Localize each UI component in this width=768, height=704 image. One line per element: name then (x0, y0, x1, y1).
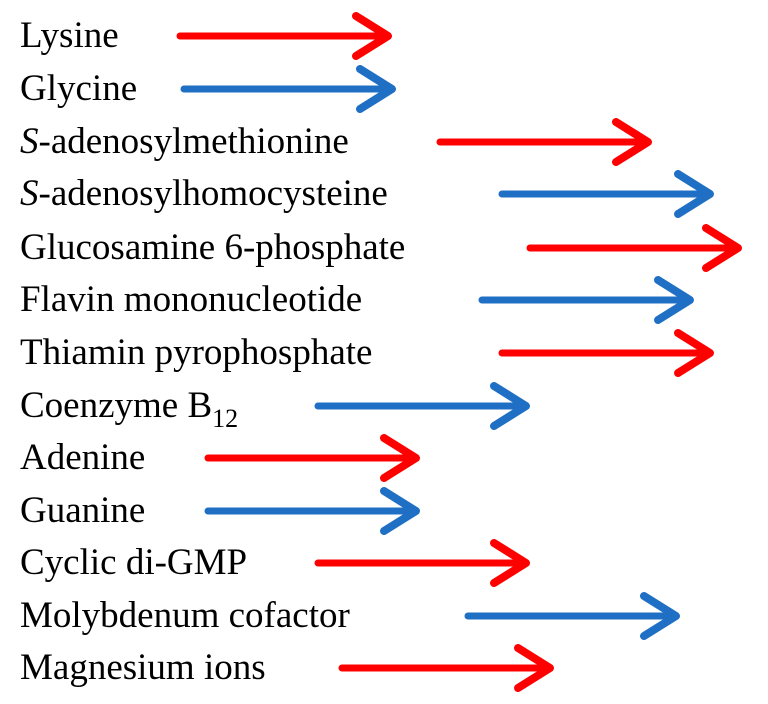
ligand-row-glucosamine-6-phosphate: Glucosamine 6-phosphate (0, 220, 768, 272)
ligand-label: Adenine (20, 437, 146, 478)
blue-arrow-icon (478, 276, 694, 324)
ligand-row-s-adenosylhomocysteine: S-adenosylhomocysteine (0, 166, 768, 218)
arrow-head (380, 487, 420, 535)
ligand-label: Magnesium ions (20, 647, 266, 688)
ligand-label: S-adenosylhomocysteine (20, 173, 388, 214)
ligand-row-adenine: Adenine (0, 430, 768, 482)
ligand-row-s-adenosylmethionine: S-adenosylmethionine (0, 114, 768, 166)
ligand-row-guanine: Guanine (0, 483, 768, 535)
ligand-row-molybdenum-cofactor: Molybdenum cofactor (0, 588, 768, 640)
red-arrow-icon (338, 644, 554, 692)
ligand-label: Guanine (20, 490, 146, 531)
arrow-head (352, 12, 392, 60)
ligand-label: Glucosamine 6-phosphate (20, 227, 406, 268)
red-arrow-icon (314, 539, 530, 587)
arrow-head (490, 382, 530, 430)
arrow-head (674, 170, 714, 218)
ligand-row-cyclic-di-gmp: Cyclic di-GMP (0, 535, 768, 587)
ligand-row-lysine: Lysine (0, 8, 768, 60)
red-arrow-icon (498, 329, 714, 377)
ligand-label: Cyclic di-GMP (20, 542, 248, 583)
ligand-row-glycine: Glycine (0, 61, 768, 113)
red-arrow-icon (176, 12, 392, 60)
arrow-head (380, 434, 420, 482)
ligand-label: Coenzyme B12 (20, 385, 239, 434)
ligand-row-coenzyme-b12: Coenzyme B12 (0, 378, 768, 434)
red-arrow-icon (436, 118, 652, 166)
ligand-label: S-adenosylmethionine (20, 121, 349, 162)
ligand-label: Molybdenum cofactor (20, 595, 350, 636)
arrow-head (514, 644, 554, 692)
arrow-head (702, 224, 742, 272)
arrow-head (674, 329, 714, 377)
blue-arrow-icon (314, 382, 530, 430)
arrow-head (490, 539, 530, 587)
arrow-head (654, 276, 694, 324)
blue-arrow-icon (180, 65, 396, 113)
blue-arrow-icon (464, 592, 680, 640)
red-arrow-icon (526, 224, 742, 272)
blue-arrow-icon (204, 487, 420, 535)
red-arrow-icon (204, 434, 420, 482)
ligand-label: Flavin mononucleotide (20, 279, 363, 320)
arrow-head (640, 592, 680, 640)
ligand-row-magnesium-ions: Magnesium ions (0, 640, 768, 692)
arrow-head (612, 118, 652, 166)
ligand-row-thiamin-pyrophosphate: Thiamin pyrophosphate (0, 325, 768, 377)
ligand-label: Thiamin pyrophosphate (20, 332, 373, 373)
arrow-head (356, 65, 396, 113)
blue-arrow-icon (498, 170, 714, 218)
ligand-label: Lysine (20, 15, 119, 56)
ligand-label: Glycine (20, 68, 138, 109)
ligand-row-flavin-mononucleotide: Flavin mononucleotide (0, 272, 768, 324)
